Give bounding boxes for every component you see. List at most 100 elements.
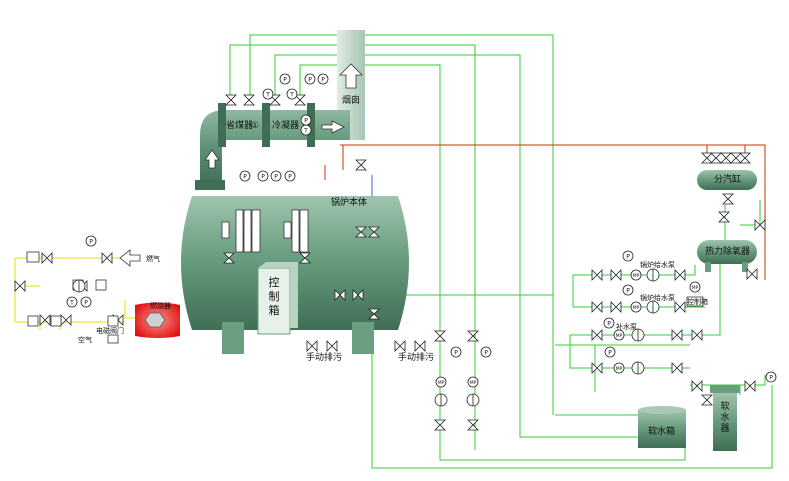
valve-icon bbox=[746, 268, 758, 280]
valve-icon bbox=[355, 159, 367, 171]
valve-icon bbox=[334, 289, 346, 301]
pump-icon bbox=[646, 300, 660, 314]
svg-text:P: P bbox=[283, 77, 287, 84]
svg-text:P: P bbox=[484, 350, 488, 357]
svg-text:P: P bbox=[769, 375, 773, 382]
gas-valve-label: 电磁阀门 bbox=[96, 327, 124, 335]
valve-icon bbox=[299, 252, 311, 264]
pressure-gauge-icon: T bbox=[300, 124, 312, 136]
valve-icon bbox=[243, 94, 255, 106]
valve-icon bbox=[674, 301, 686, 313]
flue-duct bbox=[195, 103, 350, 190]
pressure-gauge-icon: T bbox=[286, 88, 298, 100]
valve-icon bbox=[591, 301, 603, 313]
svg-text:MP: MP bbox=[616, 366, 623, 372]
pressure-gauge-icon: P bbox=[257, 170, 269, 182]
svg-text:P: P bbox=[304, 118, 308, 125]
valve-icon bbox=[39, 314, 51, 326]
svg-text:T: T bbox=[303, 128, 308, 135]
svg-text:T: T bbox=[289, 92, 294, 99]
pump-a-label: 锅炉给水泵 bbox=[640, 261, 675, 269]
pressure-gauge-icon: P bbox=[284, 170, 296, 182]
svg-text:P: P bbox=[274, 174, 278, 181]
motor-icon: MP bbox=[613, 362, 625, 374]
valve-icon bbox=[467, 330, 479, 342]
manual-blowdown-label-2: 手动排污 bbox=[398, 353, 435, 363]
motor-icon: MP bbox=[613, 329, 625, 341]
control-box-label: 控制箱 bbox=[268, 276, 280, 317]
svg-text:T: T bbox=[265, 92, 270, 99]
valve-icon bbox=[718, 211, 730, 223]
valve-icon bbox=[225, 94, 237, 106]
valve-icon bbox=[691, 329, 703, 341]
svg-text:MP: MP bbox=[633, 305, 640, 311]
valves bbox=[14, 94, 766, 431]
valve-icon bbox=[744, 380, 756, 392]
valve-icon bbox=[720, 152, 732, 164]
svg-text:MP: MP bbox=[692, 285, 699, 291]
pump-icon bbox=[631, 328, 645, 342]
pressure-gauge-icon: P bbox=[279, 73, 291, 85]
pressure-gauge-icon: P bbox=[85, 235, 97, 247]
pressure-gauge-icon: P bbox=[270, 170, 282, 182]
svg-text:MP: MP bbox=[470, 380, 477, 386]
burner bbox=[135, 302, 180, 338]
valve-icon bbox=[710, 152, 722, 164]
pressure-gauge-icon: T bbox=[66, 296, 78, 308]
valve-icon bbox=[14, 280, 26, 292]
valve-icon bbox=[223, 252, 235, 264]
svg-text:P: P bbox=[626, 288, 630, 295]
svg-text:T: T bbox=[69, 300, 74, 307]
svg-text:P: P bbox=[89, 239, 93, 246]
pump-icon bbox=[466, 393, 480, 407]
valve-icon bbox=[355, 226, 367, 238]
pump-icon bbox=[646, 268, 660, 282]
valve-icon bbox=[691, 380, 703, 392]
valve-icon bbox=[739, 152, 751, 164]
level-gauges bbox=[221, 209, 309, 253]
valve-icon bbox=[60, 314, 72, 326]
valve-icon bbox=[352, 289, 364, 301]
condenser-label: 冷凝器 bbox=[272, 121, 300, 131]
valve-icon bbox=[591, 329, 603, 341]
motor-icon: MP bbox=[689, 281, 701, 293]
valve-icon bbox=[591, 362, 603, 374]
svg-text:MP: MP bbox=[633, 273, 640, 279]
pressure-gauge-icon: P bbox=[317, 73, 329, 85]
valve-icon bbox=[368, 226, 380, 238]
svg-text:P: P bbox=[84, 300, 88, 307]
softener bbox=[710, 385, 740, 451]
softener-label: 软水器 bbox=[720, 402, 730, 434]
manual-blowdown-label-1: 手动排污 bbox=[306, 353, 343, 363]
pump-b-label: 锅炉给水泵 bbox=[640, 294, 675, 302]
pressure-gauge-icon: P bbox=[239, 170, 251, 182]
svg-text:P: P bbox=[608, 350, 612, 357]
pump-c-label: 补水泵 bbox=[616, 323, 637, 331]
burner-label: 燃烧器 bbox=[150, 302, 171, 310]
valve-icon bbox=[610, 301, 622, 313]
pressure-gauge-icon: P bbox=[603, 317, 615, 329]
pressure-gauge-icon: P bbox=[450, 346, 462, 358]
economizer-label: 省煤器 bbox=[226, 121, 254, 131]
steam-header-label: 分汽缸 bbox=[714, 175, 742, 185]
gas-in-label: 燃气 bbox=[146, 255, 160, 263]
valve-icon bbox=[414, 340, 426, 352]
valve-icon bbox=[434, 419, 446, 431]
valve-icon bbox=[754, 219, 766, 231]
pump-icon bbox=[434, 393, 448, 407]
pressure-gauge-icon: P bbox=[80, 296, 92, 308]
valve-icon bbox=[671, 329, 683, 341]
svg-text:P: P bbox=[321, 77, 325, 84]
valve-icon bbox=[730, 152, 742, 164]
pump-icon bbox=[72, 279, 86, 293]
deaerator-label: 热力除氧器 bbox=[705, 247, 751, 257]
svg-text:MP: MP bbox=[438, 380, 445, 386]
pressure-gauge-icon: P bbox=[765, 371, 777, 383]
valve-icon bbox=[394, 340, 406, 352]
motor-icon: MP bbox=[630, 269, 642, 281]
deaerator bbox=[697, 240, 757, 272]
svg-text:P: P bbox=[261, 174, 265, 181]
valve-icon bbox=[368, 308, 380, 320]
valve-icon bbox=[306, 340, 318, 352]
